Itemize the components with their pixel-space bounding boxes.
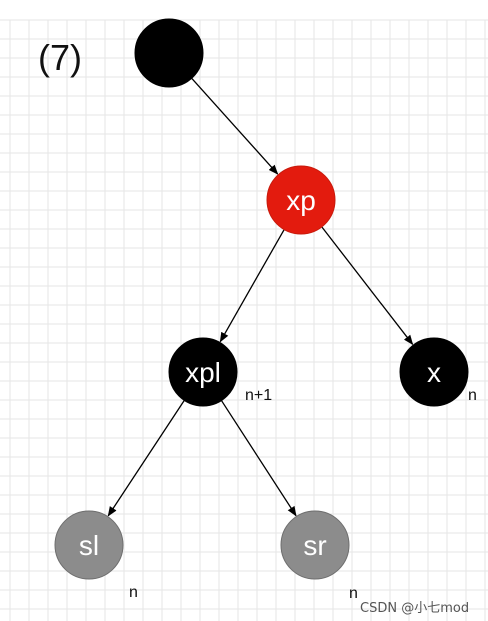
edge-xpl-sl <box>107 400 185 517</box>
edge-xp-x <box>321 226 414 346</box>
node-sr: sr <box>280 510 350 580</box>
node-label-xp: xp <box>286 185 316 216</box>
node-circle-root <box>134 18 204 88</box>
edge-xpl-sr <box>220 400 297 517</box>
node-label-x: x <box>427 357 441 388</box>
annotation-x: n <box>468 387 477 404</box>
background-grid <box>0 19 488 621</box>
node-circle-xpl <box>168 337 238 407</box>
node-label-sr: sr <box>303 530 326 561</box>
node-sl: sl <box>54 510 124 580</box>
node-root <box>134 18 204 88</box>
node-circle-sl <box>54 510 124 580</box>
edge-root-xp <box>191 77 279 175</box>
nodes: xp xpl x sl sr <box>54 18 469 580</box>
node-circle-sr <box>280 510 350 580</box>
node-label-sl: sl <box>79 530 99 561</box>
node-circle-x <box>399 337 469 407</box>
node-circle-xp <box>266 165 336 235</box>
step-label: (7) <box>38 37 82 78</box>
watermark: CSDN @小七mod <box>360 601 470 616</box>
node-xp: xp <box>266 165 336 235</box>
edges <box>107 77 414 517</box>
node-xpl: xpl <box>168 337 238 407</box>
node-label-xpl: xpl <box>185 357 221 388</box>
annotations: n+1 n n n <box>129 387 477 602</box>
edge-xp-xpl <box>219 229 285 343</box>
annotation-sr: n <box>349 585 358 602</box>
annotation-sl: n <box>129 584 138 601</box>
annotation-xpl: n+1 <box>245 387 272 404</box>
node-x: x <box>399 337 469 407</box>
